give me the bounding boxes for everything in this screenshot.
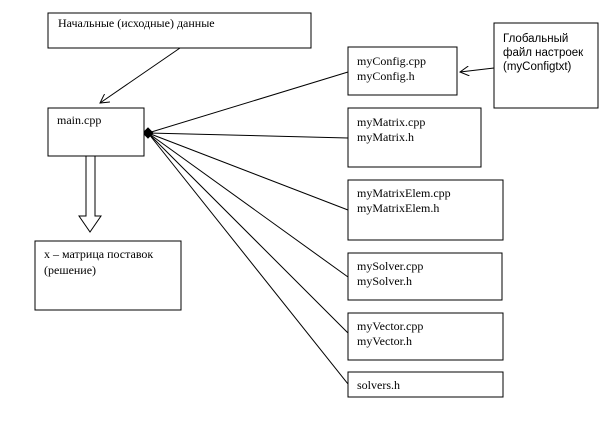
connectors	[100, 47, 495, 385]
arrow-global-config-to-myconfig	[460, 68, 495, 72]
svg-text:mySolver.cpp: mySolver.cpp	[357, 259, 423, 273]
box-global-config: Глобальный файл настроек (myConfigtxt)	[493, 22, 599, 109]
block-arrow-main-to-result	[78, 155, 102, 233]
link-mymatrixelem	[147, 132, 349, 211]
global-config-line1: Глобальный	[503, 33, 568, 45]
svg-text:main.cpp: main.cpp	[57, 113, 101, 127]
link-mysolver	[147, 132, 349, 278]
svg-text:myVector.h: myVector.h	[357, 334, 412, 348]
svg-text:solvers.h: solvers.h	[357, 378, 400, 392]
svg-text:файл настроек: файл настроек	[503, 47, 584, 59]
myconfig-line2: myConfig.h	[357, 69, 415, 83]
svg-text:myVector.cpp: myVector.cpp	[357, 319, 423, 333]
result-label-line1: x – матрица поставок	[44, 247, 153, 261]
svg-text:myMatrixElem.h: myMatrixElem.h	[357, 201, 439, 215]
svg-text:mySolver.h: mySolver.h	[357, 274, 412, 288]
solvers-line1: solvers.h	[357, 378, 400, 392]
box-result: x – матрица поставок (решение)	[34, 240, 182, 311]
box-mysolver: mySolver.cpp mySolver.h	[347, 252, 503, 301]
mysolver-line1: mySolver.cpp	[357, 259, 423, 273]
link-mymatrix	[147, 132, 349, 139]
svg-text:Глобальный: Глобальный	[503, 33, 568, 45]
svg-text:myConfig.h: myConfig.h	[357, 69, 415, 83]
arrow-input-to-main	[100, 47, 181, 103]
main-label: main.cpp	[57, 113, 101, 127]
mysolver-line2: mySolver.h	[357, 274, 412, 288]
box-mymatrixelem: myMatrixElem.cpp myMatrixElem.h	[347, 179, 504, 241]
myvector-line2: myVector.h	[357, 334, 412, 348]
box-myvector: myVector.cpp myVector.h	[347, 312, 504, 361]
aggregation-diamond	[142, 127, 154, 139]
link-myconfig	[147, 71, 349, 134]
box-solvers: solvers.h	[347, 371, 504, 398]
box-myconfig: myConfig.cpp myConfig.h	[347, 46, 458, 96]
svg-text:x – матрица поставок: x – матрица поставок	[44, 247, 153, 261]
svg-text:myMatrix.h: myMatrix.h	[357, 130, 414, 144]
svg-text:(myConfigtxt): (myConfigtxt)	[503, 61, 572, 73]
result-label-line2: (решение)	[44, 263, 96, 277]
box-main: main.cpp	[47, 107, 145, 157]
mymatrix-line2: myMatrix.h	[357, 130, 414, 144]
global-config-line3: (myConfigtxt)	[503, 61, 572, 73]
svg-text:myMatrix.cpp: myMatrix.cpp	[357, 115, 425, 129]
myvector-line1: myVector.cpp	[357, 319, 423, 333]
input-data-label: Начальные (исходные) данные	[58, 16, 215, 30]
mymatrix-line1: myMatrix.cpp	[357, 115, 425, 129]
box-input-data: Начальные (исходные) данные	[47, 12, 312, 49]
svg-text:myMatrixElem.cpp: myMatrixElem.cpp	[357, 186, 451, 200]
svg-text:myConfig.cpp: myConfig.cpp	[357, 54, 426, 68]
svg-text:(решение): (решение)	[44, 263, 96, 277]
global-config-line2: файл настроек	[503, 47, 584, 59]
box-mymatrix: myMatrix.cpp myMatrix.h	[347, 107, 482, 168]
mymatrixelem-line1: myMatrixElem.cpp	[357, 186, 451, 200]
svg-text:Начальные (исходные) данные: Начальные (исходные) данные	[58, 16, 215, 30]
link-myvector	[147, 132, 349, 334]
link-solvers	[147, 132, 349, 385]
mymatrixelem-line2: myMatrixElem.h	[357, 201, 439, 215]
myconfig-line1: myConfig.cpp	[357, 54, 426, 68]
